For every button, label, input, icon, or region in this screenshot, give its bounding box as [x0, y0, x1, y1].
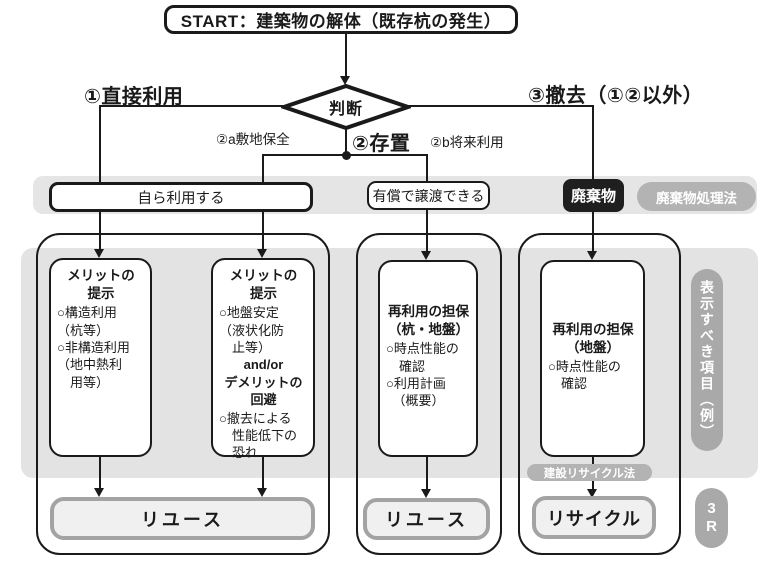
arrowhead-into-recycle — [587, 489, 597, 498]
box3-title: 再利用の担保 （杭・地盤） — [388, 304, 469, 338]
group-container-future-use — [356, 233, 502, 555]
arrowhead-into-decision — [340, 76, 350, 85]
status-paid-transfer-label: 有償で譲渡できる — [372, 187, 485, 204]
connector-branch3-vertical — [592, 105, 594, 252]
branch-label-future-use: ②b将来利用 — [430, 135, 504, 150]
status-waste-box: 廃棄物 — [563, 179, 624, 212]
waste-law-badge-label: 廃棄物処理法 — [656, 190, 737, 206]
connector-box2-to-reuse — [262, 457, 264, 490]
decision-node: 判断 — [281, 84, 411, 130]
arrowhead-into-reuse1-left — [94, 488, 104, 497]
waste-law-badge: 廃棄物処理法 — [637, 182, 756, 211]
connector-branch1-horizontal — [99, 105, 285, 107]
branch-label-removal: ③撤去（①②以外） — [528, 85, 704, 107]
decision-node-label: 判断 — [328, 101, 363, 118]
construction-recycle-law-badge: 建設リサイクル法 — [527, 464, 652, 481]
status-self-use-label: 自ら利用する — [137, 190, 225, 207]
box1-title: メリットの 提示 — [67, 268, 135, 302]
box2-title: メリットの 提示 — [229, 268, 298, 302]
group-container-removal — [518, 233, 681, 555]
arrowhead-into-reuse2 — [421, 489, 431, 498]
connector-start-to-decision — [345, 33, 347, 77]
arrowhead-into-box1 — [94, 249, 104, 258]
junction-dot — [342, 151, 351, 160]
result-recycle: リサイクル — [532, 496, 656, 539]
arrowhead-into-box2 — [257, 249, 267, 258]
branch-label-site-preservation: ②a敷地保全 — [216, 132, 290, 147]
box2-connector: and/or — [243, 357, 284, 373]
connector-decision-to-junction — [345, 127, 347, 157]
decision-diamond-shape — [281, 84, 411, 130]
result-recycle-label: リサイクル — [546, 508, 642, 529]
start-node-label: START：建築物の解体（既存杭の発生） — [180, 12, 502, 31]
group-container-direct-use — [36, 233, 330, 555]
box1-body: ○構造利用 （杭等） ○非構造利用 （地中熱利 用等） — [57, 305, 130, 390]
box2-body: ○地盤安定 （液状化防 止等） — [219, 305, 285, 355]
box-reuse-guarantee-pile-ground: 再利用の担保 （杭・地盤） ○時点性能の 確認 ○利用計画 （概要） — [378, 260, 478, 457]
result-reuse-2: リユース — [363, 498, 490, 540]
result-reuse-2-label: リユース — [384, 510, 469, 530]
status-paid-transfer-box: 有償で譲渡できる — [367, 181, 490, 210]
start-node: START：建築物の解体（既存杭の発生） — [164, 5, 518, 34]
connector-box1-to-reuse — [99, 457, 101, 490]
box3-body: ○時点性能の 確認 ○利用計画 （概要） — [386, 341, 459, 409]
box-merit-site-preservation: メリットの 提示 ○地盤安定 （液状化防 止等） and/or デメリットの 回… — [211, 258, 315, 460]
side-label-display-items-text: 表示すべき項目（例） — [699, 280, 715, 440]
box4-title: 再利用の担保 （地盤） — [552, 321, 634, 355]
box-merit-direct-use: メリットの 提示 ○構造利用 （杭等） ○非構造利用 （地中熱利 用等） — [49, 258, 152, 457]
side-label-display-items: 表示すべき項目（例） — [691, 269, 723, 451]
connector-box3-to-reuse2 — [426, 457, 428, 491]
arrowhead-into-box4 — [587, 251, 597, 260]
side-label-3r-text: 3R — [703, 500, 720, 536]
box4-body: ○時点性能の 確認 — [548, 358, 621, 392]
box2-body2: ○撤去による 性能低下の 恐れ — [219, 410, 298, 461]
branch-label-direct-use: ①直接利用 — [84, 86, 184, 108]
arrowhead-into-box3 — [421, 251, 431, 260]
box-reuse-guarantee-ground: 再利用の担保 （地盤） ○時点性能の 確認 — [540, 260, 645, 457]
arrowhead-into-reuse1-right — [257, 488, 267, 497]
box2-title2: デメリットの 回避 — [224, 374, 303, 408]
result-reuse-1-label: リユース — [140, 509, 225, 530]
construction-recycle-law-label: 建設リサイクル法 — [543, 467, 636, 480]
branch-label-leave-in-place: ②存置 — [352, 133, 411, 155]
connector-branch1-vertical — [99, 105, 101, 250]
status-waste-label: 廃棄物 — [570, 188, 616, 205]
side-label-3r: 3R — [695, 488, 728, 548]
status-self-use-box: 自ら利用する — [49, 182, 313, 212]
connector-branch3-horizontal — [407, 105, 594, 107]
result-reuse-1: リユース — [50, 497, 315, 540]
